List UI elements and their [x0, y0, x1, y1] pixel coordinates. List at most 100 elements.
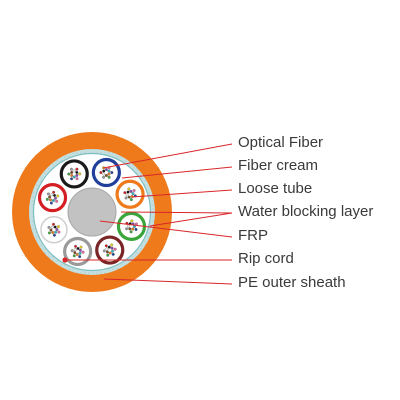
optical-fiber	[51, 231, 55, 234]
loose-tube-wall	[59, 159, 89, 189]
optical-fiber	[67, 172, 71, 176]
optical-fiber	[110, 171, 114, 174]
optical-fiber	[78, 251, 82, 255]
optical-fiber	[73, 251, 77, 255]
optical-fiber	[52, 222, 55, 226]
optical-fiber	[70, 174, 74, 177]
optical-fiber	[47, 231, 51, 235]
rip-cord	[62, 257, 68, 263]
label-pe-outer-sheath: PE outer sheath	[238, 274, 346, 291]
optical-fiber	[129, 189, 133, 193]
optical-fiber	[106, 253, 110, 257]
optical-fiber	[129, 198, 133, 202]
optical-fiber	[52, 199, 55, 202]
optical-fiber	[52, 190, 56, 194]
optical-fiber	[123, 191, 127, 195]
optical-fiber	[49, 198, 52, 202]
optical-fiber	[130, 219, 134, 223]
optical-fiber	[49, 228, 53, 232]
optical-fiber	[128, 227, 132, 231]
label-fiber-cream: Fiber cream	[238, 157, 319, 174]
optical-fiber	[102, 175, 106, 179]
optical-fiber	[81, 250, 85, 254]
optical-fiber	[108, 251, 112, 255]
optical-fiber	[110, 246, 114, 250]
optical-fiber	[107, 169, 111, 173]
optical-fiber	[70, 249, 74, 253]
optical-fiber	[75, 177, 79, 181]
optical-fiber	[134, 227, 138, 231]
loose-tube	[95, 235, 125, 265]
loose-tube	[59, 159, 89, 189]
leader-line-optical-fiber	[102, 143, 233, 169]
loose-tube-wall	[37, 183, 68, 213]
optical-fiber	[75, 167, 79, 171]
optical-fiber	[55, 228, 59, 231]
optical-fiber	[111, 249, 115, 253]
optical-fiber	[48, 195, 52, 199]
optical-fiber	[52, 233, 56, 237]
label-frp: FRP	[238, 227, 268, 244]
leader-line-water-blocking-a	[120, 211, 233, 214]
leader-line-fiber-cream	[121, 166, 233, 179]
leader-line-frp	[99, 220, 233, 238]
optical-fiber	[99, 171, 103, 174]
optical-fiber	[75, 170, 79, 174]
label-rip-cord: Rip cord	[238, 250, 294, 267]
frp-core	[67, 187, 117, 237]
optical-fiber	[105, 247, 109, 251]
optical-fiber	[50, 225, 54, 229]
optical-fiber	[104, 168, 108, 171]
optical-fiber	[107, 172, 111, 176]
leader-line-water-blocking-b	[149, 212, 233, 227]
optical-fiber	[73, 248, 77, 252]
optical-fiber	[131, 192, 135, 196]
label-optical-fiber: Optical Fiber	[238, 134, 324, 151]
optical-fiber	[74, 244, 78, 248]
optical-fiber	[131, 227, 135, 231]
optical-fiber	[53, 193, 56, 197]
optical-fiber	[105, 250, 109, 254]
optical-fiber	[107, 175, 111, 179]
optical-fiber	[56, 225, 60, 229]
optical-fiber	[127, 224, 130, 228]
optical-fiber	[49, 201, 53, 205]
optical-fiber	[54, 230, 58, 234]
optical-fiber	[127, 195, 131, 199]
optical-fiber	[54, 196, 57, 200]
optical-fiber	[56, 194, 60, 198]
label-loose-tube: Loose tube	[238, 180, 313, 197]
optical-fiber	[69, 167, 73, 171]
loose-tube	[40, 215, 68, 244]
loose-tube-wall	[115, 179, 145, 209]
optical-fiber	[78, 248, 82, 252]
loose-tube-wall	[63, 236, 93, 267]
optical-fiber	[57, 230, 61, 234]
optical-fiber	[75, 173, 79, 177]
optical-fiber	[78, 172, 82, 176]
loose-tube	[91, 157, 121, 188]
label-water-blocking-layer: Water blocking layer	[238, 203, 374, 220]
loose-tube-wall	[40, 215, 68, 244]
optical-fiber	[124, 196, 128, 200]
optical-fiber	[110, 243, 114, 247]
optical-fiber	[50, 193, 54, 197]
optical-fiber	[111, 252, 115, 256]
leader-line-loose-tube	[131, 189, 233, 198]
optical-fiber	[104, 244, 108, 248]
optical-fiber	[76, 247, 80, 250]
loose-tube-wall	[91, 157, 121, 188]
optical-fiber	[72, 175, 76, 179]
optical-fiber	[47, 225, 51, 229]
optical-fiber	[104, 174, 108, 177]
optical-fiber	[113, 247, 117, 251]
leader-line-outer-sheath	[103, 278, 233, 285]
loose-tubes	[37, 157, 147, 267]
optical-fiber	[78, 255, 82, 259]
loose-tube-wall	[95, 235, 125, 265]
optical-fiber	[125, 227, 128, 231]
optical-fiber	[55, 199, 59, 203]
optical-fiber	[70, 177, 74, 181]
loose-tube	[63, 236, 93, 267]
